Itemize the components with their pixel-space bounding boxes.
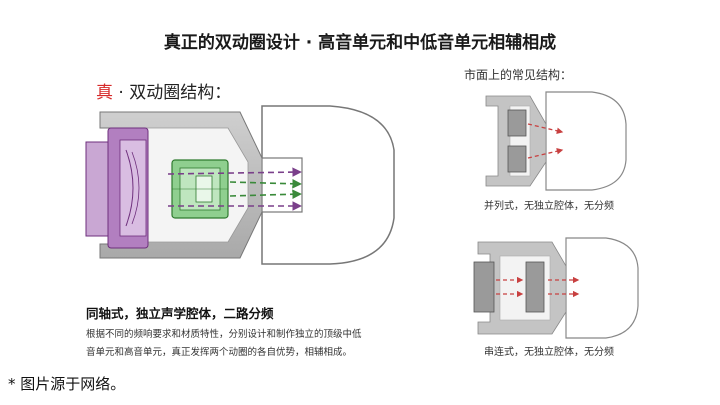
series-diagram <box>473 237 639 339</box>
parallel-driver-bottom <box>507 145 527 173</box>
coaxial-diagram <box>85 105 395 265</box>
coaxial-caption: 同轴式，独立声学腔体，二路分频 <box>86 306 274 321</box>
parallel-diagram <box>485 91 627 191</box>
eartip-outline <box>261 105 395 265</box>
page-title: 真正的双动圈设计 · 高音单元和中低音单元相辅相成 <box>163 33 557 53</box>
nozzle-tube <box>261 157 303 213</box>
coaxial-description: 根据不同的频响要求和材质特性，分别设计和制作独立的顶级中低 音单元和高音单元，真… <box>86 326 416 362</box>
parallel-driver-top <box>507 109 527 137</box>
common-structures-heading: 市面上的常见结构： <box>464 68 573 82</box>
heading-rest: · 双动圈结构： <box>113 83 232 103</box>
dual-driver-heading: 真 · 双动圈结构： <box>96 78 231 103</box>
woofer-driver <box>85 127 149 249</box>
parallel-eartip <box>545 91 627 191</box>
description-line-2: 音单元和高音单元，真正发挥两个动圈的各自优势，相辅相成。 <box>86 347 353 358</box>
tweeter-driver <box>171 159 229 219</box>
image-source-footnote: * 图片源于网络。 <box>8 375 126 393</box>
parallel-caption: 并列式，无独立腔体，无分频 <box>484 201 614 212</box>
description-line-1: 根据不同的频响要求和材质特性，分别设计和制作独立的顶级中低 <box>86 329 362 340</box>
series-eartip <box>565 237 639 339</box>
series-driver-1 <box>473 261 495 313</box>
heading-accent: 真 <box>96 83 113 103</box>
series-driver-2 <box>525 261 545 313</box>
series-caption: 串连式，无独立腔体，无分频 <box>484 347 614 358</box>
